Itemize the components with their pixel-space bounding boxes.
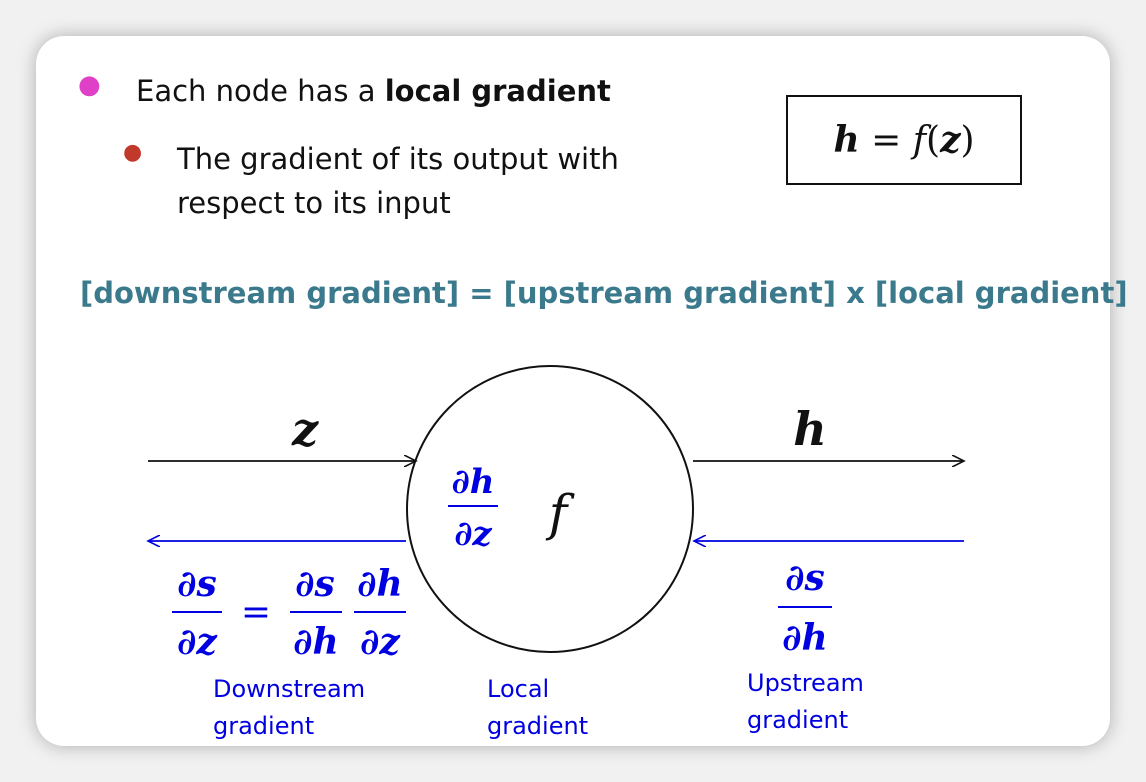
down-equals: =: [241, 592, 271, 633]
bullet-main-bold: local gradient: [384, 74, 611, 108]
node-function: f: [545, 484, 575, 542]
bullet-dot-sub: ●: [123, 140, 143, 165]
bullet-sub-line2: respect to its input: [177, 186, 451, 220]
formula-open: (: [926, 119, 941, 161]
upstream-label-line2: gradient: [747, 706, 849, 734]
formula-close: ): [960, 119, 975, 161]
bullet-sub-line1: The gradient of its output with: [177, 142, 619, 176]
up-num: ∂s: [785, 557, 825, 599]
formula-arg: z: [940, 119, 961, 161]
local-label-line2: gradient: [487, 712, 589, 740]
local-gradient-label: Local gradient: [487, 671, 588, 745]
local-gradient-fraction: ∂h ∂z: [448, 462, 498, 554]
down-r1-num: ∂s: [295, 563, 335, 605]
down-r1-den: ∂h: [293, 621, 338, 663]
gradient-equation: [downstream gradient] = [upstream gradie…: [80, 276, 1128, 310]
bullet-dot-main: ●: [78, 70, 101, 100]
down-r2-num: ∂h: [357, 563, 402, 605]
function-node: [406, 365, 694, 653]
slide-card: [36, 36, 1110, 746]
bullet-main-text: Each node has a local gradient: [136, 74, 611, 108]
down-lhs-den: ∂z: [177, 621, 218, 663]
down-r2-den: ∂z: [360, 621, 401, 663]
formula-func: f: [912, 119, 927, 161]
input-variable: z: [291, 402, 319, 456]
bullet-sub-text: The gradient of its output with respect …: [177, 137, 697, 225]
formula-box: h = f(z): [786, 95, 1022, 185]
upstream-label-line1: Upstream: [747, 669, 864, 697]
bullet-main-prefix: Each node has a: [136, 74, 385, 108]
downstream-gradient-equation: ∂s ∂z = ∂s ∂h ∂h ∂z: [172, 563, 406, 663]
formula-eq: =: [859, 119, 913, 161]
formula-lhs: h: [833, 119, 860, 161]
upstream-gradient-label: Upstream gradient: [747, 665, 864, 739]
output-variable: h: [793, 402, 826, 456]
upstream-gradient-fraction: ∂s ∂h: [778, 557, 832, 659]
local-gradient-num: ∂h: [452, 462, 495, 502]
local-gradient-den: ∂z: [454, 514, 492, 554]
down-lhs-num: ∂s: [177, 563, 217, 605]
downstream-label-line1: Downstream: [213, 675, 366, 703]
downstream-label-line2: gradient: [213, 712, 315, 740]
up-den: ∂h: [782, 617, 827, 659]
local-label-line1: Local: [487, 675, 550, 703]
downstream-gradient-label: Downstream gradient: [213, 671, 365, 745]
